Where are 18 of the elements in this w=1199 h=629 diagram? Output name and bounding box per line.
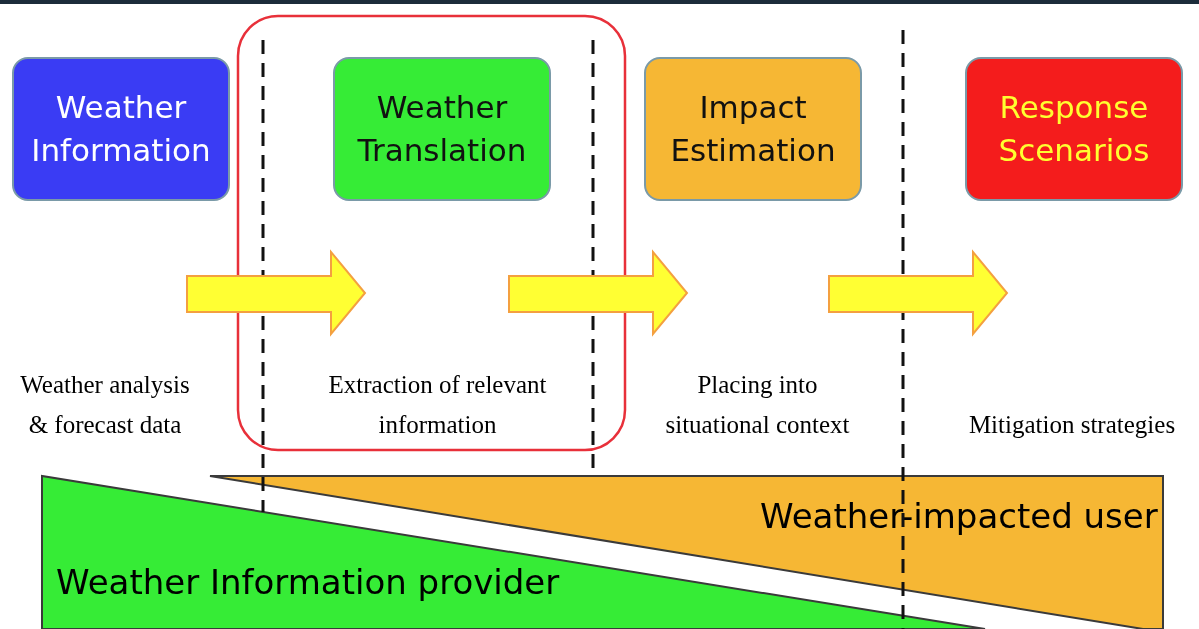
wedge-label: Weather Information provider — [56, 562, 560, 602]
step-description: Weather analysis & forecast data — [19, 370, 191, 440]
box-title: Weather Information — [30, 87, 212, 170]
role-wedge — [208, 474, 1166, 629]
step-description: Mitigation strategies — [967, 410, 1177, 440]
step-description: Placing into situational context — [664, 370, 851, 440]
block-arrow — [508, 249, 689, 337]
box-title: Response Scenarios — [997, 87, 1151, 170]
process-box — [333, 57, 551, 201]
box-title: Weather Translation — [356, 87, 528, 170]
process-box — [644, 57, 862, 201]
block-arrow — [828, 249, 1009, 337]
block-arrow — [186, 249, 367, 337]
process-box — [12, 57, 230, 201]
process-box — [965, 57, 1183, 201]
box-title: Impact Estimation — [669, 87, 837, 170]
wedge-label: Weather-impacted user — [760, 496, 1158, 536]
step-description: Extraction of relevant information — [327, 370, 548, 440]
